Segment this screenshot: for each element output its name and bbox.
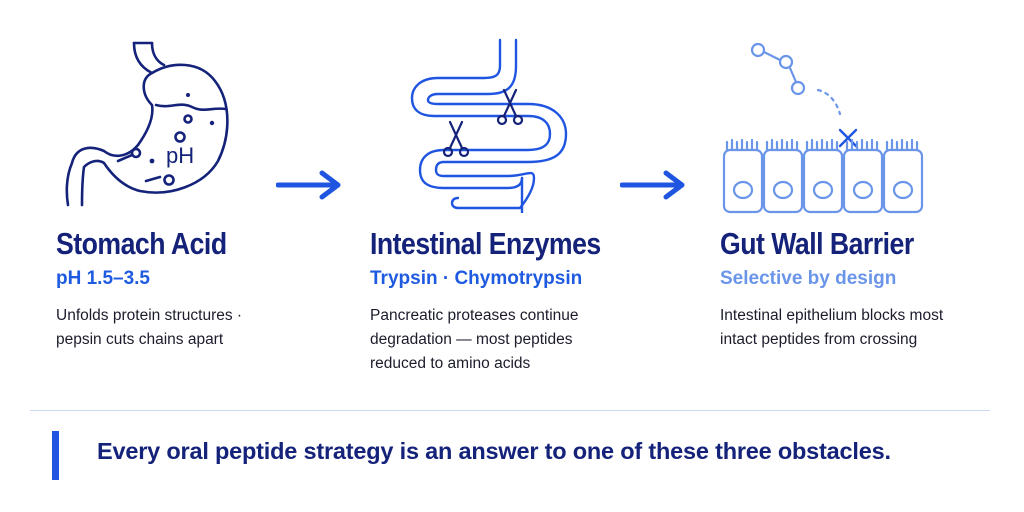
stage-gut-wall-barrier: Gut Wall Barrier Selective by design Int… — [720, 226, 945, 352]
stage-subtitle: Selective by design — [720, 268, 897, 289]
arrow-right-icon — [620, 170, 685, 200]
section-divider — [30, 410, 990, 411]
tagline: Every oral peptide strategy is an answer… — [97, 438, 891, 464]
stage-stomach-acid: Stomach Acid pH 1.5–3.5 Unfolds protein … — [56, 226, 254, 352]
stage-title: Gut Wall Barrier — [720, 226, 914, 261]
intestine-scissors-icon — [410, 38, 568, 213]
stage-title: Intestinal Enzymes — [370, 226, 601, 261]
stomach-icon: pH — [65, 41, 229, 207]
ph-icon-label: pH — [166, 143, 194, 168]
stage-subtitle: pH 1.5–3.5 — [56, 268, 150, 289]
stage-description: Unfolds protein structures · pepsin cuts… — [56, 307, 243, 348]
stage-description: Pancreatic proteases continue degradatio… — [370, 307, 579, 372]
stage-intestinal-enzymes: Intestinal Enzymes Trypsin · Chymotrypsi… — [370, 226, 638, 376]
arrow-right-icon — [276, 170, 341, 200]
stage-title: Stomach Acid — [56, 226, 227, 261]
epithelium-barrier-icon — [722, 42, 924, 214]
stage-subtitle: Trypsin · Chymotrypsin — [370, 268, 583, 289]
stage-description: Intestinal epithelium blocks most intact… — [720, 307, 944, 348]
tagline-accent-bar — [52, 431, 59, 480]
